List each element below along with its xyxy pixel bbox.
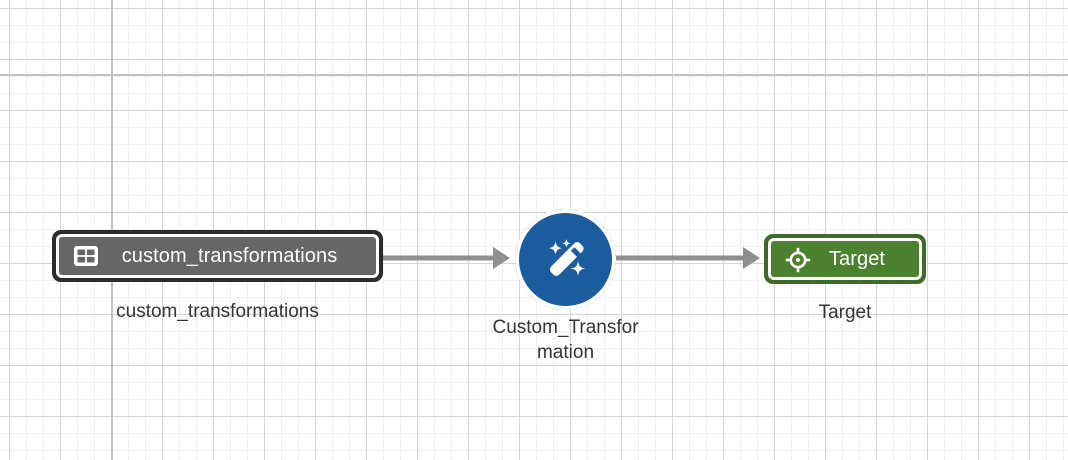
- node-body: Target: [768, 238, 922, 280]
- magic-wand-icon: [540, 234, 592, 286]
- grid-accent-line-horizontal: [0, 74, 1068, 76]
- edge-source-to-transformation[interactable]: [383, 246, 518, 270]
- node-body: [515, 209, 616, 310]
- node-transformation-custom-transformation[interactable]: [515, 209, 616, 310]
- node-source-custom-transformations[interactable]: custom_transformations: [52, 230, 383, 282]
- table-icon: [73, 244, 99, 268]
- edge-transformation-to-target[interactable]: [615, 246, 767, 270]
- node-caption-target: Target: [818, 302, 872, 323]
- edge-arrowhead-icon: [743, 247, 760, 269]
- edge-line: [383, 255, 495, 261]
- node-caption-source: custom_transformations: [116, 301, 319, 322]
- node-title: custom_transformations: [121, 244, 338, 267]
- node-title: Target: [828, 247, 886, 270]
- edge-arrowhead-icon: [493, 247, 510, 269]
- node-target[interactable]: Target: [764, 234, 926, 284]
- edge-line: [615, 255, 745, 261]
- crosshair-target-icon: [785, 247, 811, 273]
- node-body: custom_transformations: [56, 234, 379, 278]
- node-caption-transformation: Custom_Transfor mation: [492, 317, 639, 363]
